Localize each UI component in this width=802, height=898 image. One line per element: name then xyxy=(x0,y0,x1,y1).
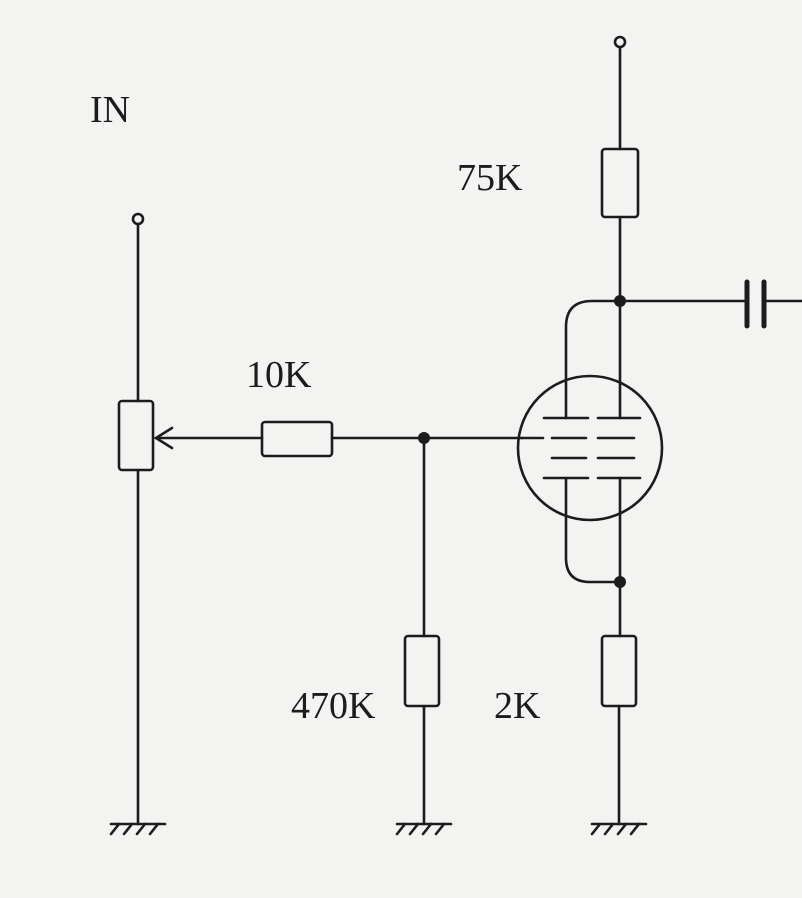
cathode-side-wire xyxy=(564,476,622,584)
ground-symbol-cathode xyxy=(590,822,648,836)
wiper-arrow-head xyxy=(153,426,174,450)
cathode-junction-dot xyxy=(614,576,626,588)
grid-stopper-resistor xyxy=(260,420,334,458)
input-label: IN xyxy=(90,89,130,131)
grid-resistor-label: 10K xyxy=(246,354,312,396)
vacuum-tube xyxy=(516,374,664,522)
tube-envelope xyxy=(516,374,664,522)
plate-branch xyxy=(564,35,802,420)
ground-symbol-grid xyxy=(395,822,453,836)
ground-symbol-input xyxy=(109,822,167,836)
grid-path xyxy=(153,420,524,836)
cathode-branch xyxy=(564,476,648,836)
grid-leak-resistor xyxy=(403,634,441,708)
plate-side-wire xyxy=(564,299,622,420)
cathode-resistor-label: 2K xyxy=(494,685,541,727)
plate-load-resistor xyxy=(600,147,640,219)
grid-leak-resistor-label: 470K xyxy=(291,685,376,727)
supply-terminal xyxy=(613,35,627,49)
volume-potentiometer xyxy=(117,399,155,472)
plate-resistor-label: 75K xyxy=(457,157,523,199)
input-terminal xyxy=(131,212,145,226)
cathode-resistor xyxy=(600,634,638,708)
input-branch xyxy=(109,212,167,836)
